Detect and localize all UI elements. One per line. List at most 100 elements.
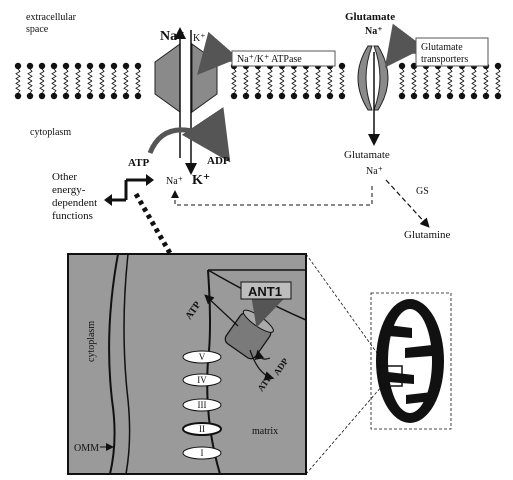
lipid-tail bbox=[267, 68, 273, 82]
lipid-tail bbox=[279, 68, 285, 82]
lipid-tail bbox=[315, 68, 321, 82]
respiratory-complexes bbox=[182, 350, 222, 460]
lipid-tail bbox=[447, 68, 453, 82]
lipid-tail bbox=[255, 68, 261, 82]
lipid-tail bbox=[447, 80, 453, 94]
na-k-atpase-pump bbox=[154, 43, 218, 113]
lipid-head bbox=[410, 92, 418, 100]
matrix-label: matrix bbox=[252, 426, 278, 437]
lipid-tail bbox=[243, 68, 249, 82]
lipid-head bbox=[14, 92, 22, 100]
lipid-tail bbox=[483, 80, 489, 94]
adp-label: ADP bbox=[207, 155, 230, 167]
lipid-head bbox=[62, 92, 70, 100]
lipid-head bbox=[50, 92, 58, 100]
energy-functions-label: Other energy- dependent functions bbox=[52, 171, 100, 222]
lipid-tail bbox=[63, 68, 69, 82]
lipid-tail bbox=[75, 80, 81, 94]
lipid-tail bbox=[471, 80, 477, 94]
lipid-head bbox=[134, 62, 142, 70]
lipid-head bbox=[230, 92, 238, 100]
lipid-head bbox=[26, 92, 34, 100]
lipid-tail bbox=[63, 80, 69, 94]
lipid-tail bbox=[459, 68, 465, 82]
lipid-tail bbox=[51, 80, 57, 94]
atp-label: ATP bbox=[128, 157, 149, 169]
lipid-tail bbox=[135, 80, 141, 94]
lipid-tail bbox=[435, 80, 441, 94]
lipid-head bbox=[446, 92, 454, 100]
lipid-head bbox=[494, 62, 502, 70]
lipid-tail bbox=[255, 80, 261, 94]
lipid-head bbox=[266, 92, 274, 100]
lipid-head bbox=[434, 92, 442, 100]
lipid-head bbox=[74, 62, 82, 70]
lipid-tail bbox=[471, 68, 477, 82]
lipid-head bbox=[278, 92, 286, 100]
lipid-tail bbox=[87, 68, 93, 82]
lipid-tail bbox=[315, 80, 321, 94]
lipid-tail bbox=[399, 80, 405, 94]
lipid-head bbox=[494, 92, 502, 100]
lipid-head bbox=[86, 92, 94, 100]
lipid-tail bbox=[291, 68, 297, 82]
lipid-head bbox=[326, 92, 334, 100]
ant1-transporter-icon bbox=[204, 283, 288, 381]
complex-i-label: I bbox=[201, 448, 204, 458]
lipid-tail bbox=[39, 80, 45, 94]
lipid-tail bbox=[483, 68, 489, 82]
lipid-head bbox=[134, 92, 142, 100]
lipid-head bbox=[62, 62, 70, 70]
lipid-head bbox=[74, 92, 82, 100]
omm-label: OMM bbox=[74, 443, 99, 454]
lipid-tail bbox=[339, 68, 345, 82]
glutamate-transporter bbox=[357, 45, 389, 111]
lipid-tail bbox=[231, 68, 237, 82]
bottom-glutamate-na-label: Na⁺ bbox=[366, 166, 383, 177]
lipid-head bbox=[122, 62, 130, 70]
lipid-tail bbox=[399, 68, 405, 82]
top-glutamate-label: Glutamate bbox=[345, 11, 395, 23]
lipid-head bbox=[422, 92, 430, 100]
lipid-tail bbox=[435, 68, 441, 82]
lipid-head bbox=[38, 92, 46, 100]
na-k-atpase-label: Na⁺/K⁺ ATPase bbox=[237, 54, 302, 65]
lipid-tail bbox=[303, 68, 309, 82]
bottom-na-label: Na⁺ bbox=[166, 176, 183, 187]
lipid-head bbox=[14, 62, 22, 70]
lipid-head bbox=[50, 62, 58, 70]
gs-label: GS bbox=[416, 186, 429, 197]
lipid-head bbox=[314, 92, 322, 100]
ant1-label-box bbox=[240, 281, 292, 300]
glutamate-arrows bbox=[171, 23, 430, 228]
lipid-head bbox=[302, 92, 310, 100]
lipid-head bbox=[86, 62, 94, 70]
top-k-label: K⁺ bbox=[193, 33, 206, 44]
extracellular-space-label: extracellular space bbox=[26, 12, 78, 35]
complex-iii-label: III bbox=[198, 400, 207, 410]
lipid-tail bbox=[75, 68, 81, 82]
lipid-tail bbox=[459, 80, 465, 94]
top-na-label: Na⁺ bbox=[160, 29, 185, 44]
na-k-atpase-label-box bbox=[231, 50, 336, 67]
lipid-tail bbox=[303, 80, 309, 94]
lipid-tail bbox=[231, 80, 237, 94]
lipid-tail bbox=[111, 68, 117, 82]
lipid-head bbox=[98, 92, 106, 100]
lipid-tail bbox=[111, 80, 117, 94]
lipid-tail bbox=[123, 68, 129, 82]
top-glutamate-na-label: Na⁺ bbox=[365, 26, 383, 37]
zoom-lines bbox=[305, 253, 452, 475]
lipid-tail bbox=[243, 80, 249, 94]
lipid-tail bbox=[327, 68, 333, 82]
lipid-head bbox=[290, 92, 298, 100]
mitochondrion-icon bbox=[376, 299, 444, 423]
lipid-tail bbox=[327, 80, 333, 94]
lipid-head bbox=[110, 62, 118, 70]
lipid-head bbox=[470, 92, 478, 100]
lipid-tail bbox=[495, 80, 501, 94]
lipid-tail bbox=[279, 80, 285, 94]
lipid-tail bbox=[339, 80, 345, 94]
lipid-tail bbox=[39, 68, 45, 82]
